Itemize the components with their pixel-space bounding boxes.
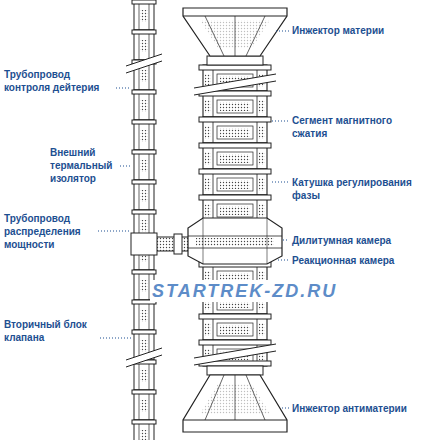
part-label: Дилитумная камера [292, 234, 430, 247]
injector-neck [207, 366, 263, 375]
break-line [194, 351, 276, 365]
leader-line [98, 230, 130, 231]
part-label: Инжектор материи [292, 24, 430, 37]
break-gap [194, 344, 276, 365]
antimatter-injector [183, 375, 287, 432]
conduit-collar [174, 234, 182, 254]
leader-line [100, 337, 131, 338]
leader-line [272, 120, 289, 121]
leader-line [276, 30, 289, 31]
part-label: Инжектор антиматерии [292, 402, 430, 415]
core-segment [199, 117, 271, 143]
dilithium-window [196, 238, 274, 246]
part-label: Реакционная камера [292, 254, 430, 267]
break-line [126, 355, 162, 367]
leader-line [272, 181, 289, 182]
core-segment [199, 91, 271, 117]
conduit-segment [132, 390, 156, 420]
break-line [126, 348, 162, 360]
conduit-junction [131, 233, 157, 255]
leader-line [278, 259, 289, 260]
part-label: Трубопровод распределения мощности [4, 212, 96, 251]
leader-line [282, 407, 289, 408]
break-line [126, 54, 162, 66]
conduit-segment [132, 180, 156, 210]
chamber-edge [267, 218, 268, 264]
core-segment [199, 195, 271, 221]
part-label: Трубопровод контроля дейтерия [4, 68, 116, 94]
break-line [194, 344, 276, 358]
reaction-chamber [188, 218, 282, 264]
break-line [126, 61, 162, 73]
chamber-band [188, 236, 282, 237]
break-gap [126, 348, 162, 367]
break-gap [194, 74, 276, 95]
matter-injector [183, 8, 287, 56]
leader-line [116, 87, 131, 88]
core-segment [199, 314, 271, 340]
conduit-segment [132, 30, 156, 60]
chamber-band [188, 248, 282, 249]
core-segment [199, 169, 271, 195]
part-label: Вторичный блок клапана [4, 318, 100, 344]
leader-line [283, 239, 289, 240]
conduit-segment [132, 120, 156, 150]
break-line [194, 74, 276, 88]
part-label: Сегмент магнитного сжатия [292, 114, 422, 140]
conduit-segment [132, 90, 156, 120]
break-line [194, 81, 276, 95]
conduit-segment [132, 0, 156, 30]
conduit-segment [132, 150, 156, 180]
injector-shade [200, 20, 270, 48]
injector-neck [207, 56, 263, 65]
chamber-edge [203, 218, 204, 264]
break-gap [126, 54, 162, 73]
part-label: Катушка регулирования фазы [292, 176, 412, 202]
core-segment [199, 143, 271, 169]
conduit-segment [132, 420, 156, 440]
injector-shade [200, 384, 270, 414]
watermark: STARTREK-ZD.RU [150, 280, 339, 302]
power-conduit [154, 237, 190, 251]
part-label: Внешний термальный изолятор [50, 146, 120, 185]
conduit-segment [132, 300, 156, 330]
leader-line [120, 165, 131, 166]
conduit-segment [132, 360, 156, 390]
